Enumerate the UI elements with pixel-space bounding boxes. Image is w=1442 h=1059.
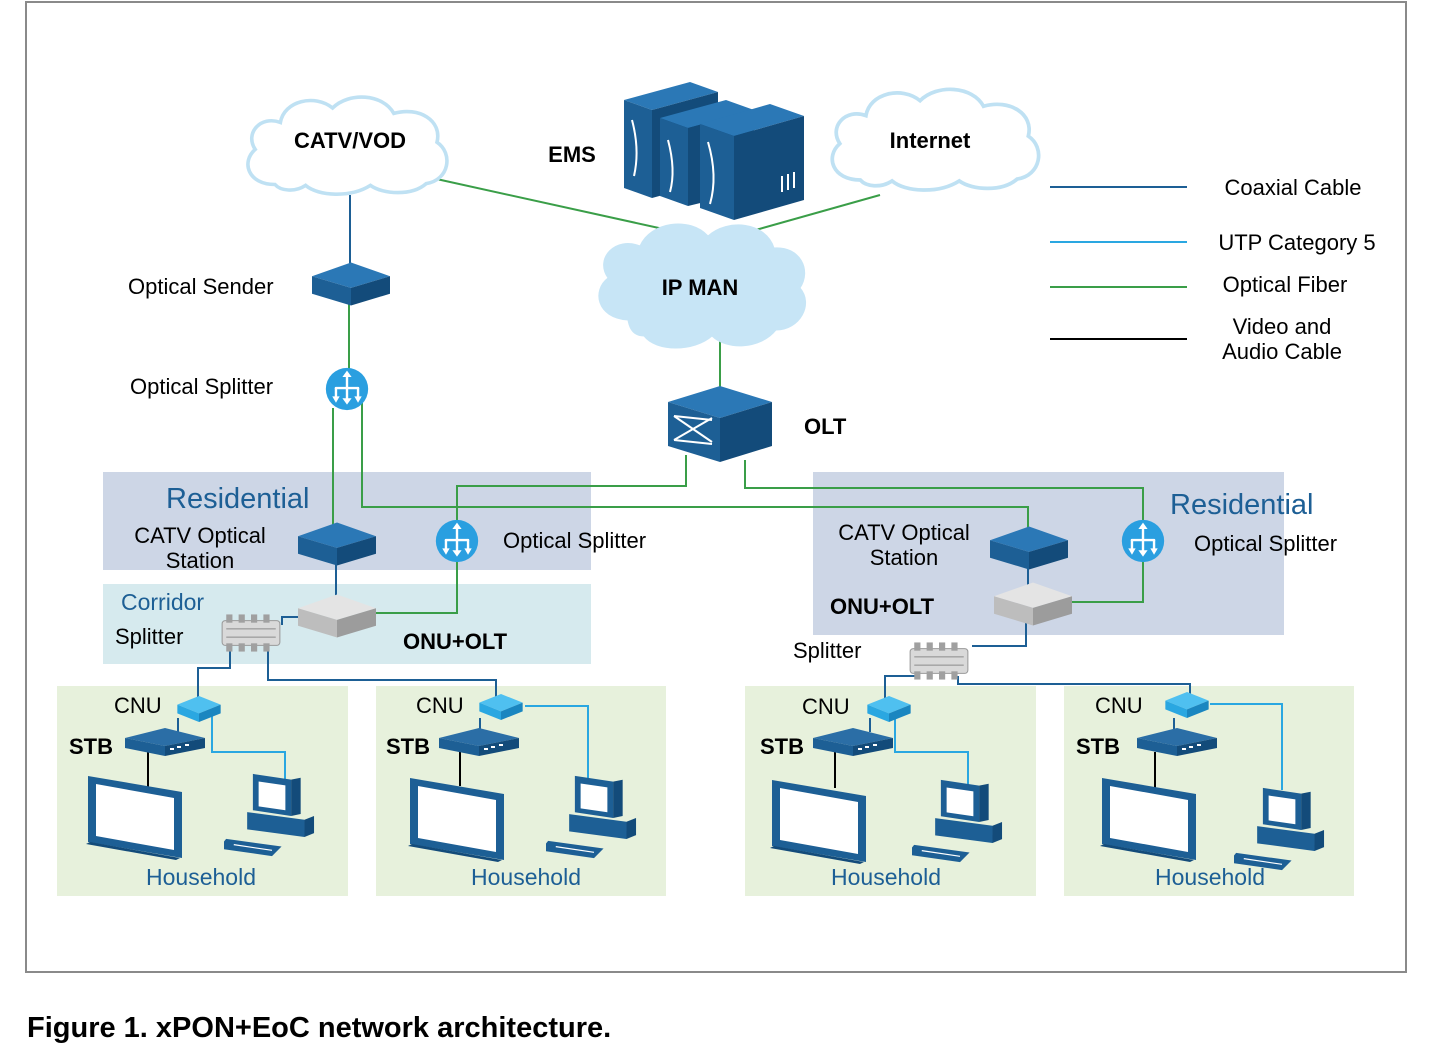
splitter-left-label: Splitter bbox=[115, 624, 183, 649]
splitter-right-label: Splitter bbox=[793, 638, 861, 663]
optical-splitter-left-label: Optical Splitter bbox=[503, 528, 646, 553]
legend: Coaxial Cable UTP Category 5 Optical Fib… bbox=[1050, 175, 1376, 364]
legend-fiber-label: Optical Fiber bbox=[1223, 272, 1348, 297]
optical-splitter-left-icon bbox=[434, 518, 480, 564]
stb-label: STB bbox=[760, 734, 804, 759]
optical-sender-label: Optical Sender bbox=[128, 274, 274, 299]
legend-av-label-line2: Audio Cable bbox=[1222, 339, 1342, 364]
coax-links bbox=[177, 195, 1191, 732]
ems-label: EMS bbox=[548, 142, 596, 167]
stb-label: STB bbox=[1076, 734, 1120, 759]
onu-olt-left-label: ONU+OLT bbox=[403, 629, 508, 654]
internet-cloud: Internet bbox=[832, 89, 1038, 190]
optical-splitter-right-icon bbox=[1120, 518, 1166, 564]
fiber-links bbox=[332, 177, 1144, 614]
catv-vod-cloud: CATV/VOD bbox=[248, 97, 447, 194]
household-label: Household bbox=[146, 864, 256, 890]
household-2: CNU STB Household bbox=[386, 693, 637, 890]
catv-station-left-line1: CATV Optical bbox=[134, 523, 266, 548]
household-label: Household bbox=[831, 864, 941, 890]
cnu-label: CNU bbox=[802, 694, 850, 719]
catv-vod-label: CATV/VOD bbox=[294, 128, 406, 153]
ip-man-label: IP MAN bbox=[662, 275, 739, 300]
olt-switch-icon bbox=[668, 386, 772, 462]
internet-label: Internet bbox=[890, 128, 971, 153]
optical-splitter-right-label: Optical Splitter bbox=[1194, 531, 1337, 556]
av-links bbox=[147, 750, 1156, 788]
household-label: Household bbox=[471, 864, 581, 890]
onu-olt-right-label: ONU+OLT bbox=[830, 594, 935, 619]
legend-utp-label: UTP Category 5 bbox=[1218, 230, 1375, 255]
optical-splitter-top-label: Optical Splitter bbox=[130, 374, 273, 399]
catv-station-left-line2: Station bbox=[166, 548, 235, 573]
residential-left-label: Residential bbox=[166, 483, 309, 515]
figure-caption: Figure 1. xPON+EoC network architecture. bbox=[27, 1012, 612, 1044]
legend-av-label-line1: Video and bbox=[1233, 314, 1332, 339]
household-1: CNU STB Household bbox=[69, 693, 315, 890]
household-3: CNU STB Household bbox=[760, 694, 1003, 890]
optical-splitter-icon bbox=[324, 366, 370, 412]
household-4: CNU STB Household bbox=[1076, 692, 1325, 890]
olt-label: OLT bbox=[804, 414, 847, 439]
cnu-label: CNU bbox=[114, 693, 162, 718]
cnu-label: CNU bbox=[1095, 693, 1143, 718]
stb-label: STB bbox=[386, 734, 430, 759]
legend-coax-label: Coaxial Cable bbox=[1225, 175, 1362, 200]
stb-label: STB bbox=[69, 734, 113, 759]
household-label: Household bbox=[1155, 864, 1265, 890]
residential-right-label: Residential bbox=[1170, 489, 1313, 521]
network-diagram: CATV/VOD Internet IP MAN EMS Optical Sen… bbox=[25, 1, 1407, 973]
utp-links bbox=[211, 703, 1283, 790]
catv-station-right-line1: CATV Optical bbox=[838, 520, 970, 545]
catv-station-right-line2: Station bbox=[870, 545, 939, 570]
cnu-label: CNU bbox=[416, 693, 464, 718]
ems-server-icon bbox=[624, 82, 804, 220]
corridor-label: Corridor bbox=[121, 589, 204, 615]
ip-man-cloud: IP MAN bbox=[598, 223, 806, 349]
